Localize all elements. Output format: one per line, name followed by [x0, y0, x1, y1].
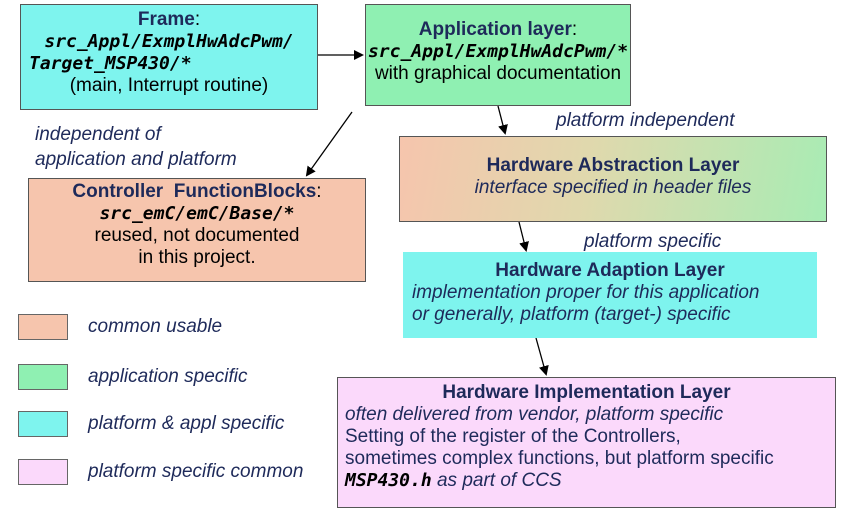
app-path: src_Appl/ExmplHwAdcPwm/*: [367, 41, 629, 62]
legend-swatch-application: [18, 364, 68, 390]
legend-swatch-common: [18, 314, 68, 340]
app-title-line: Application layer:: [366, 19, 630, 41]
legend-label-platform-appl: platform & appl specific: [88, 413, 285, 434]
hal-box: Hardware Abstraction Layer interface spe…: [399, 136, 827, 222]
hil-desc-1: often delivered from vendor, platform sp…: [345, 404, 724, 425]
frame-box: Frame: src_Appl/ExmplHwAdcPwm/ Target_MS…: [20, 4, 318, 110]
controller-box: Controller FunctionBlocks: src_emC/emC/B…: [28, 178, 366, 282]
note-platform-specific: platform specific: [584, 231, 722, 252]
app-title-suffix: :: [571, 19, 578, 40]
frame-title: Frame: [137, 9, 195, 30]
note-platform-independent: platform independent: [556, 110, 735, 131]
legend-label-platform-common: platform specific common: [88, 461, 304, 482]
frame-path-2: Target_MSP430/*: [29, 53, 192, 74]
frame-title-line: Frame:: [21, 9, 317, 31]
arrow-hadl-to-hil: [535, 337, 549, 376]
hil-file: MSP430.h: [345, 470, 432, 491]
legend-label-application: application specific: [88, 366, 248, 387]
hadl-desc-2: or generally, platform (target-) specifi…: [412, 304, 731, 325]
legend-label-common: common usable: [88, 316, 223, 337]
controller-desc-2: in this project.: [138, 247, 256, 268]
hil-desc-3: sometimes complex functions, but platfor…: [345, 448, 774, 469]
hadl-title: Hardware Adaption Layer: [495, 260, 725, 281]
app-title: Application layer: [418, 19, 572, 40]
frame-title-suffix: :: [194, 9, 201, 30]
frame-path-1: src_Appl/ExmplHwAdcPwm/: [44, 31, 294, 52]
frame-desc: (main, Interrupt routine): [69, 75, 269, 96]
controller-path: src_emC/emC/Base/*: [99, 203, 295, 224]
app-desc: with graphical documentation: [374, 63, 622, 84]
controller-title-suffix: :: [316, 181, 322, 202]
note-independent-2: application and platform: [35, 149, 237, 170]
hadl-box: Hardware Adaption Layer implementation p…: [403, 252, 817, 338]
application-layer-box: Application layer: src_Appl/ExmplHwAdcPw…: [365, 4, 631, 106]
controller-title: Controller FunctionBlocks: [72, 181, 317, 202]
controller-title-line: Controller FunctionBlocks:: [29, 181, 365, 203]
hil-file-suffix: as part of CCS: [431, 470, 562, 491]
legend-swatch-platform-appl: [18, 411, 68, 437]
hil-title: Hardware Implementation Layer: [442, 382, 731, 403]
arrow-app-to-hal: [497, 105, 508, 135]
hal-title: Hardware Abstraction Layer: [486, 155, 740, 176]
hil-desc-2: Setting of the register of the Controlle…: [345, 426, 681, 447]
hadl-desc-1: implementation proper for this applicati…: [412, 282, 760, 303]
note-independent-1: independent of: [35, 124, 161, 145]
legend-swatch-platform-common: [18, 459, 68, 485]
hal-desc: interface specified in header files: [474, 177, 752, 198]
hil-file-line: MSP430.h as part of CCS: [338, 470, 835, 492]
hil-box: Hardware Implementation Layer often deli…: [337, 377, 836, 508]
controller-desc-1: reused, not documented: [94, 225, 300, 246]
arrow-app-to-controller: [305, 111, 353, 177]
arrow-hal-to-hadl: [518, 221, 529, 252]
